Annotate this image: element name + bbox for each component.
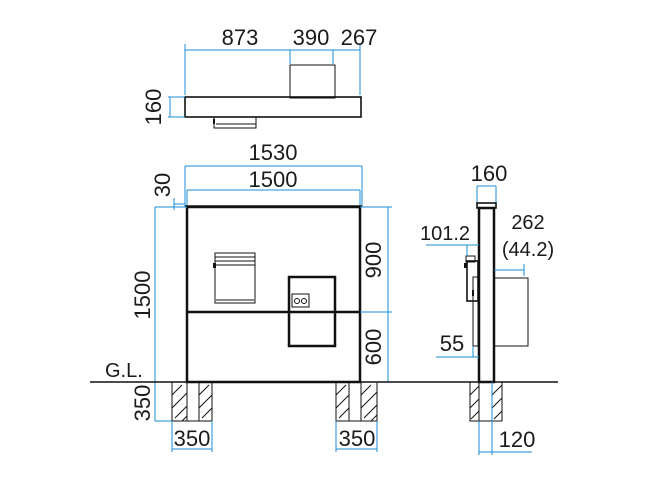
plan-mailbox-tab [213, 119, 215, 124]
footing-right-outline [335, 381, 378, 422]
front-dim-30: 30 [150, 173, 175, 197]
intercom-housing [287, 275, 337, 348]
plan-dim-390: 390 [293, 25, 330, 50]
side-dim-262: 262 [511, 212, 544, 234]
side-footing-outline [469, 381, 503, 422]
intercom-button-1 [294, 298, 300, 304]
mailbox [213, 252, 256, 304]
plan-dim-267: 267 [341, 25, 378, 50]
side-dim-55: 55 [440, 331, 464, 356]
intercom-panel [287, 275, 337, 348]
plan-mailbox [213, 116, 257, 129]
side-footing-hatch [469, 384, 503, 420]
front-dim-900: 900 [361, 242, 386, 279]
side-dim-101-2: 101.2 [420, 223, 470, 245]
front-dim-350-depth: 350 [130, 385, 155, 422]
footing-left [171, 381, 213, 422]
side-dim-120: 120 [499, 427, 536, 452]
side-footing [469, 381, 503, 422]
plan-dim-873: 873 [222, 25, 259, 50]
footing-right [335, 381, 378, 422]
front-dim-350-left: 350 [174, 426, 211, 451]
plan-view: 873 390 267 160 [141, 25, 378, 129]
front-elevation: 1530 1500 30 [90, 140, 558, 452]
front-dim-1530: 1530 [249, 140, 298, 165]
intercom-keypad [291, 293, 310, 308]
footing-left-outline [171, 381, 213, 422]
side-dim-44-2: (44.2) [502, 239, 554, 261]
plan-wall-slab [184, 96, 362, 118]
side-mailbox-top [465, 255, 476, 263]
footing-right-hatch [335, 384, 378, 422]
side-mailbox-latch [464, 263, 467, 268]
side-elevation: 160 101.2 262 (44.2) 55 [420, 161, 554, 455]
front-dim-1500h: 1500 [130, 271, 155, 320]
intercom-button-2 [301, 298, 307, 304]
mailbox-body [214, 252, 256, 304]
ground-level-label: G.L. [105, 360, 143, 382]
mailbox-latch [213, 263, 216, 268]
side-intercom [472, 276, 479, 347]
front-dim-1500w: 1500 [249, 167, 298, 192]
front-dim-350-right: 350 [339, 426, 376, 451]
side-dim-160: 160 [471, 161, 508, 186]
side-post [477, 206, 496, 384]
footing-left-hatch [171, 384, 213, 422]
plan-parcel-box [289, 64, 336, 99]
plan-dim-160: 160 [141, 89, 166, 126]
front-dim-600: 600 [361, 329, 386, 366]
side-parcel-box [493, 277, 529, 347]
